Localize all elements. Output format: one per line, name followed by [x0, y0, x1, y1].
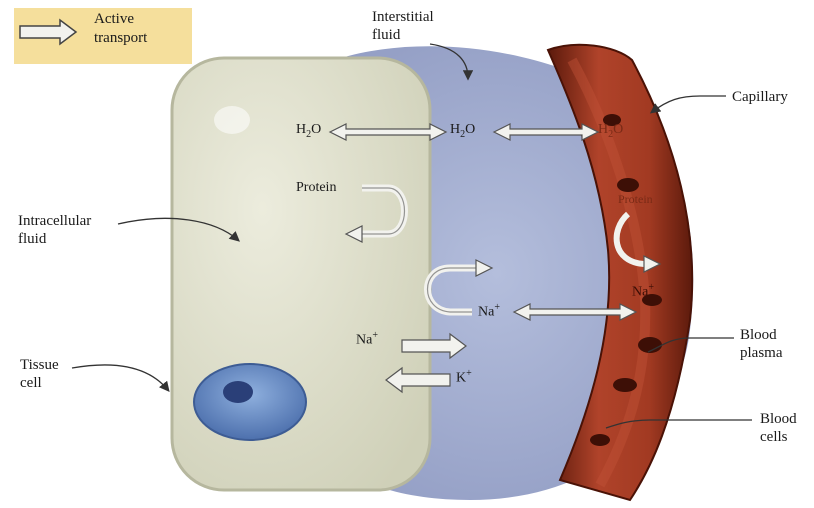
blood-cell	[613, 378, 637, 392]
chem-protein-cell: Protein	[296, 180, 336, 196]
nucleolus	[223, 381, 253, 403]
label-capillary: Capillary	[732, 88, 788, 106]
legend-label: Active transport	[94, 10, 147, 48]
label-blood-plasma: Blood plasma	[740, 326, 783, 362]
leader-capillary	[652, 96, 726, 112]
chem-h2o-cell: H2O	[296, 122, 321, 140]
chem-sodium-cell: Na+	[356, 330, 378, 349]
label-blood-cells: Blood cells	[760, 410, 797, 446]
label-plasma-line2: plasma	[740, 344, 783, 362]
leader-tissue-cell	[72, 365, 168, 390]
label-intracellular-line1: Intracellular	[18, 212, 91, 230]
label-tissue-cell: Tissue cell	[20, 356, 59, 392]
label-cells-line2: cells	[760, 428, 797, 446]
nucleus	[194, 364, 306, 440]
chem-sodium-capillary: Na+	[632, 282, 654, 301]
legend-label-line1: Active	[94, 10, 147, 29]
label-intracellular-fluid: Intracellular fluid	[18, 212, 91, 248]
chem-h2o-interstitial: H2O	[450, 122, 475, 140]
blood-cell	[617, 178, 639, 192]
label-cells-line1: Blood	[760, 410, 797, 428]
label-plasma-line1: Blood	[740, 326, 783, 344]
label-intracellular-line2: fluid	[18, 230, 91, 248]
label-tissue-line1: Tissue	[20, 356, 59, 374]
chem-protein-capillary: Protein	[618, 192, 653, 207]
cell-highlight	[214, 106, 250, 134]
label-interstitial-line2: fluid	[372, 26, 434, 44]
chem-sodium-interstitial: Na+	[478, 302, 500, 321]
legend-label-line2: transport	[94, 29, 147, 48]
label-tissue-line2: cell	[20, 374, 59, 392]
chem-h2o-capillary: H2O	[598, 122, 623, 140]
label-interstitial-line1: Interstitial	[372, 8, 434, 26]
blood-cell	[590, 434, 610, 446]
label-interstitial-fluid: Interstitial fluid	[372, 8, 434, 44]
chem-potassium-cell: K+	[456, 368, 472, 387]
